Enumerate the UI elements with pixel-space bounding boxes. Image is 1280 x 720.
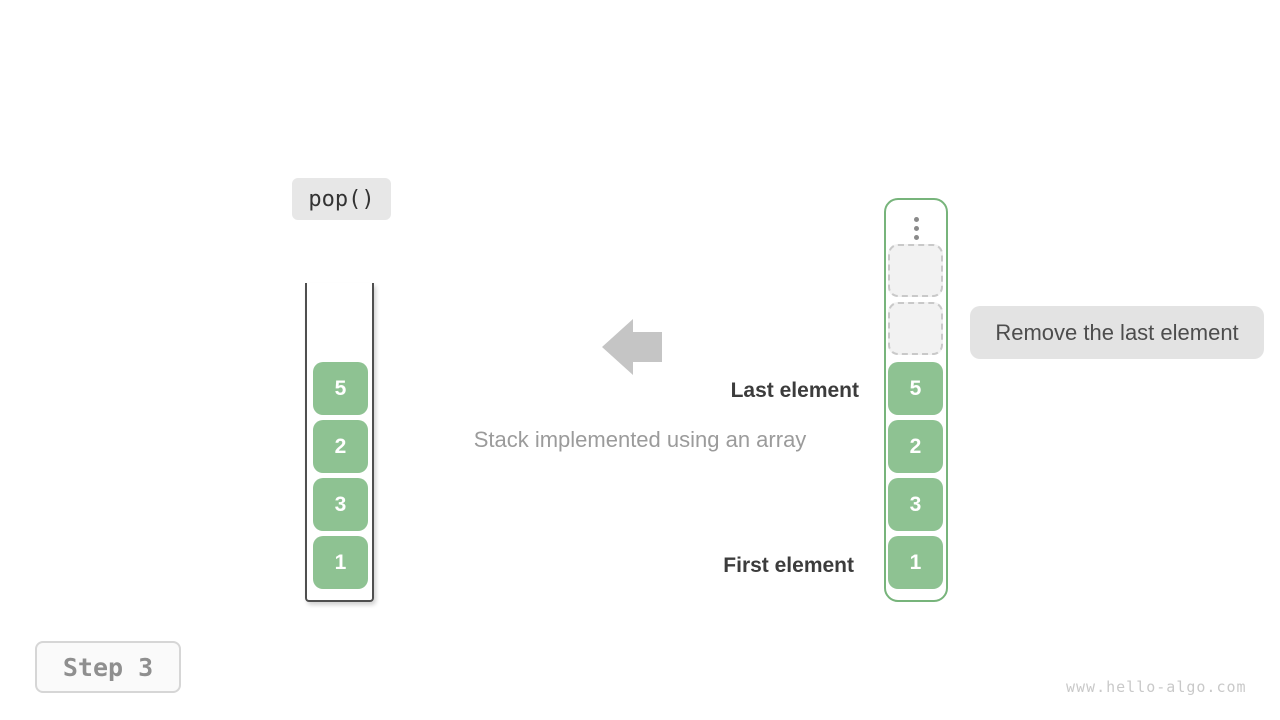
stack-cell: 1 (313, 536, 368, 589)
ellipsis-icon (886, 212, 946, 244)
ellipsis-dot (913, 225, 919, 231)
array-cell: 3 (888, 478, 943, 531)
stack-cell: 3 (313, 478, 368, 531)
ellipsis-dot (913, 216, 919, 222)
caption: Stack implemented using an array (473, 427, 807, 452)
empty-slot (888, 302, 943, 355)
watermark: www.hello-algo.com (1066, 678, 1247, 696)
stack-view: 5 2 3 1 (305, 283, 374, 602)
array-cell: 5 (888, 362, 943, 415)
arrow-left-icon (602, 319, 662, 375)
array-cell: 2 (888, 420, 943, 473)
step-badge: Step 3 (35, 641, 181, 693)
last-element-label: Last element (730, 379, 859, 402)
array-cell: 1 (888, 536, 943, 589)
stack-cell: 5 (313, 362, 368, 415)
stack-cell: 2 (313, 420, 368, 473)
array-view: 5 2 3 1 (884, 198, 948, 602)
first-element-label: First element (723, 554, 854, 577)
ellipsis-dot (913, 234, 919, 240)
tooltip: Remove the last element (970, 306, 1264, 359)
operation-label: pop() (292, 178, 391, 220)
empty-slot (888, 244, 943, 297)
